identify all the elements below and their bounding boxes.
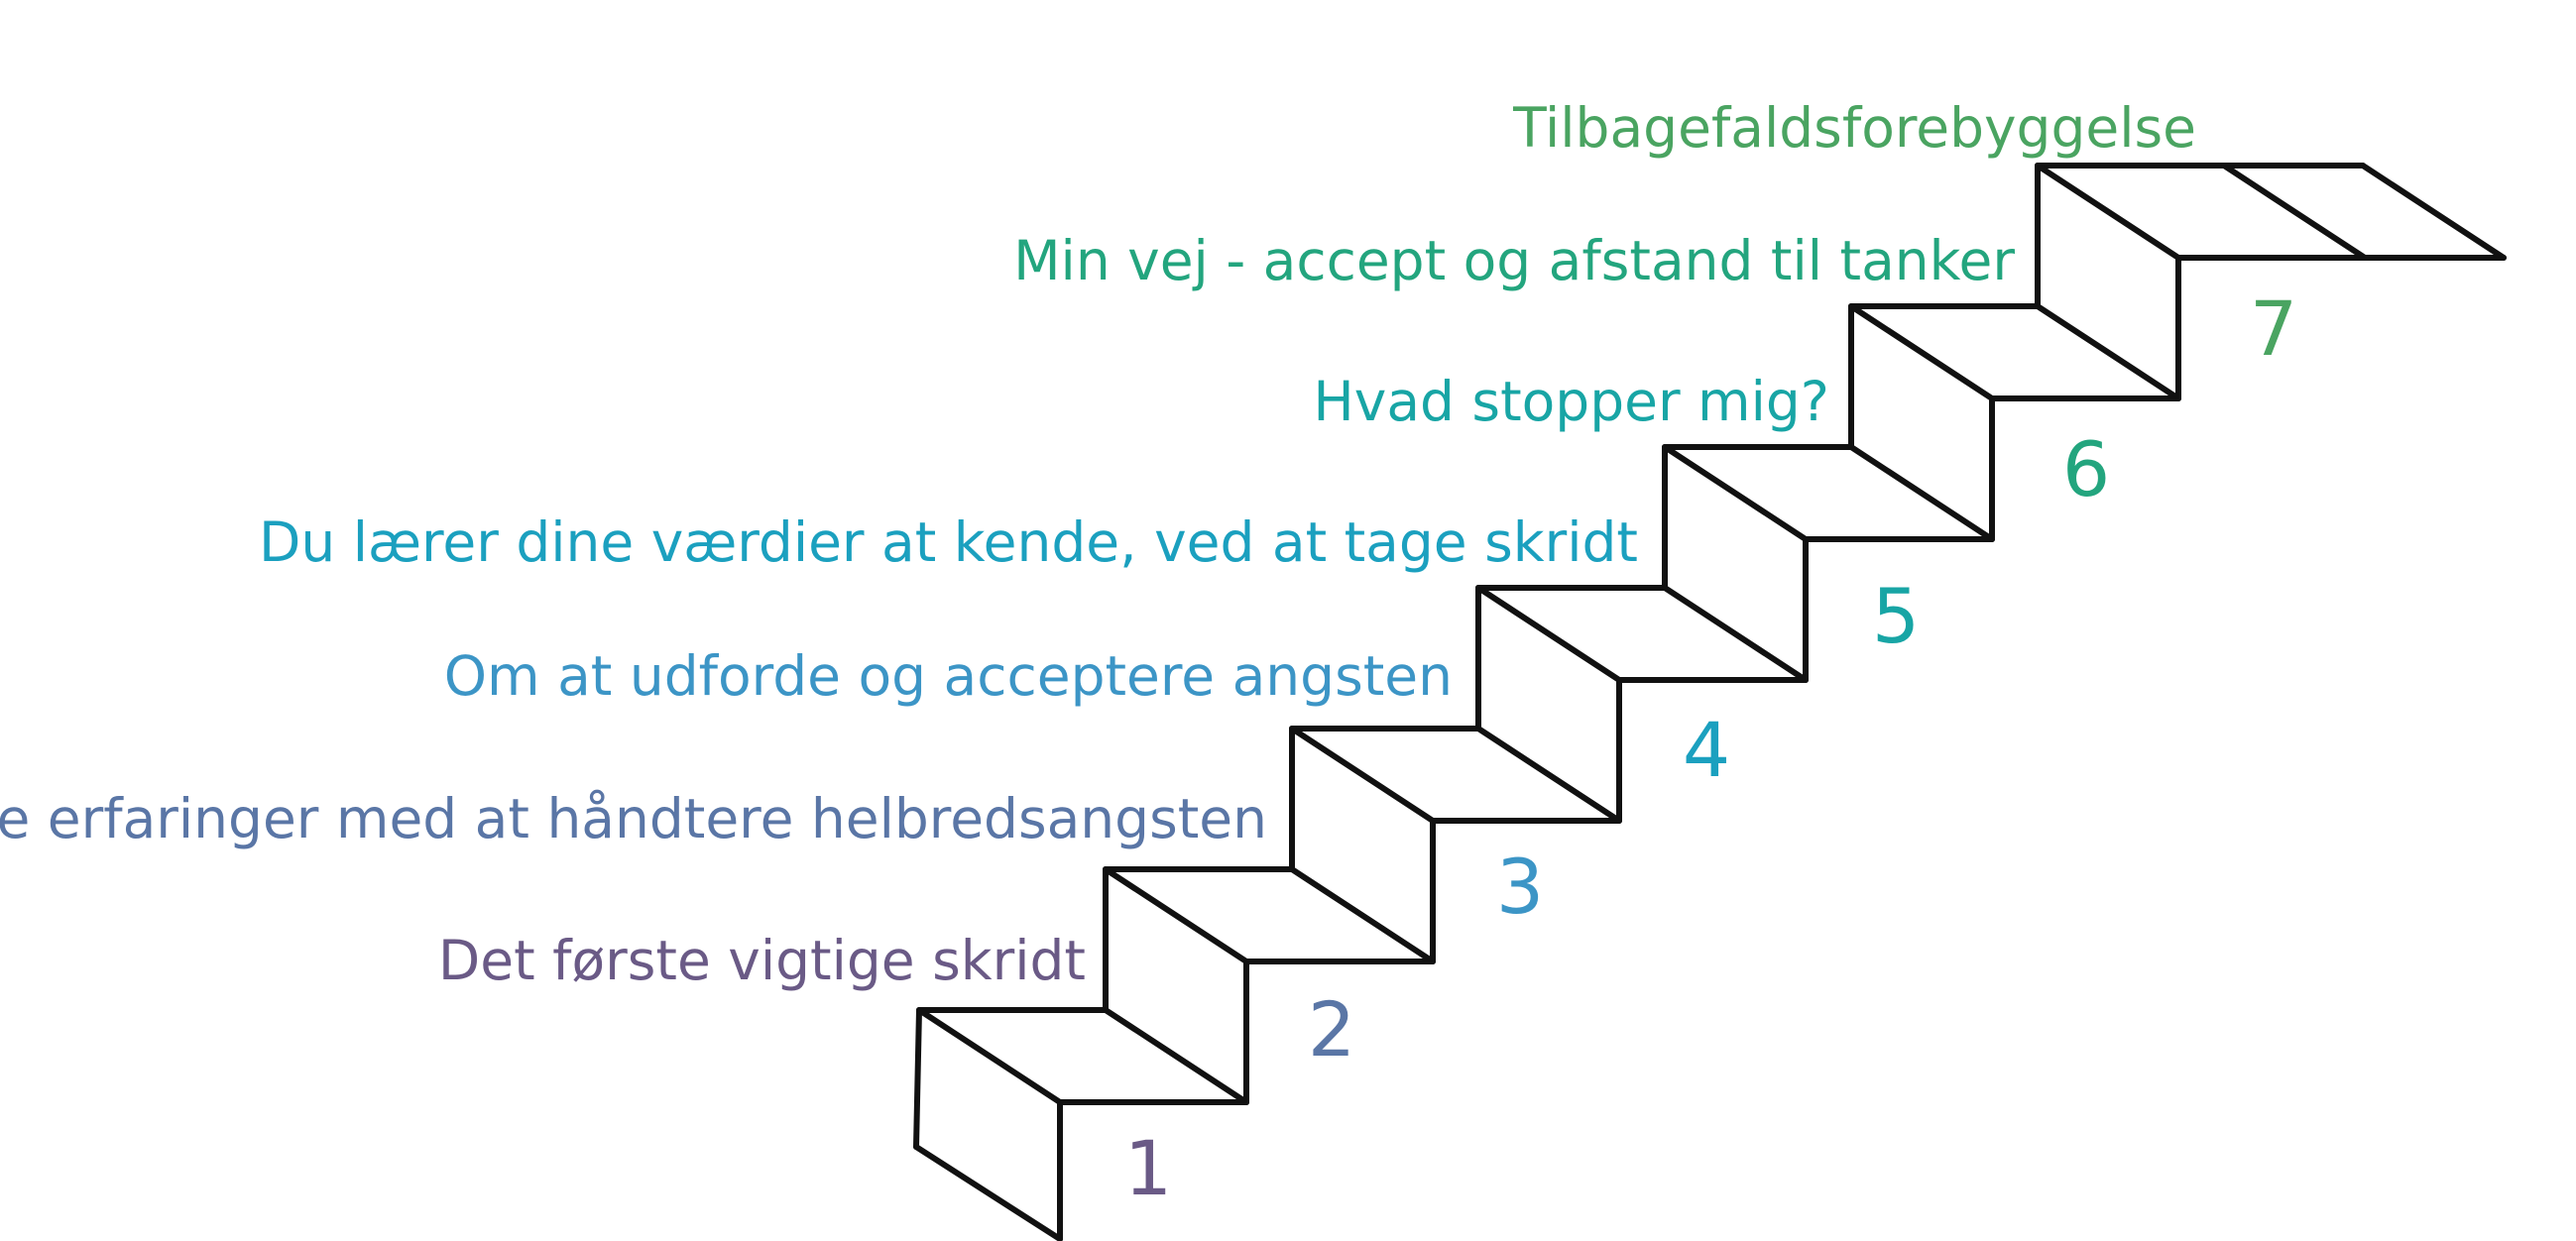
step-1-tread-left-edge bbox=[916, 1007, 1063, 1105]
step-6-label: Min vej - accept og afstand til tanker bbox=[1013, 229, 2015, 292]
step-4-label: Du lærer dine værdier at kende, ved at t… bbox=[259, 510, 1638, 574]
step-2-label: Dine erfaringer med at håndtere helbreds… bbox=[0, 787, 1267, 850]
step-7-tread-right-edge bbox=[2221, 163, 2368, 261]
step-5-number: 5 bbox=[1872, 572, 1920, 660]
step-6-number: 6 bbox=[2062, 425, 2110, 513]
step-1-number: 1 bbox=[1124, 1124, 1172, 1212]
step-2-number: 2 bbox=[1308, 985, 1355, 1073]
step-4-number: 4 bbox=[1683, 706, 1730, 794]
step-3-tread-left-edge bbox=[1289, 726, 1436, 824]
step-1-label: Det første vigtige skridt bbox=[438, 929, 1086, 992]
step-4-tread-left-edge bbox=[1475, 585, 1622, 683]
step-6-tread-left-edge bbox=[1848, 303, 1995, 401]
step-2-tread-right-edge bbox=[1289, 866, 1436, 964]
step-3-number: 3 bbox=[1496, 843, 1544, 931]
step-3-label: Om at udforde og acceptere angsten bbox=[444, 644, 1453, 708]
step-6-tread-right-edge bbox=[2035, 303, 2181, 401]
stair-left-edge bbox=[913, 1007, 922, 1150]
step-7-label: Tilbagefaldsforebyggelse bbox=[1512, 96, 2196, 160]
step-3-tread-right-edge bbox=[1475, 726, 1622, 824]
step-7-tread-left-edge bbox=[2035, 163, 2181, 261]
step-5-label: Hvad stopper mig? bbox=[1313, 370, 1829, 433]
step-5-tread-right-edge bbox=[1848, 444, 1995, 542]
top-landing-right-edge bbox=[2360, 163, 2507, 261]
step-5-tread-left-edge bbox=[1662, 444, 1809, 542]
step-2-tread-left-edge bbox=[1103, 866, 1249, 964]
stair-bottom-edge bbox=[913, 1144, 1063, 1241]
step-4-tread-right-edge bbox=[1662, 585, 1809, 683]
staircase-drawing bbox=[913, 163, 2507, 1241]
step-7-number: 7 bbox=[2250, 284, 2297, 373]
step-1-tread-right-edge bbox=[1103, 1007, 1249, 1105]
